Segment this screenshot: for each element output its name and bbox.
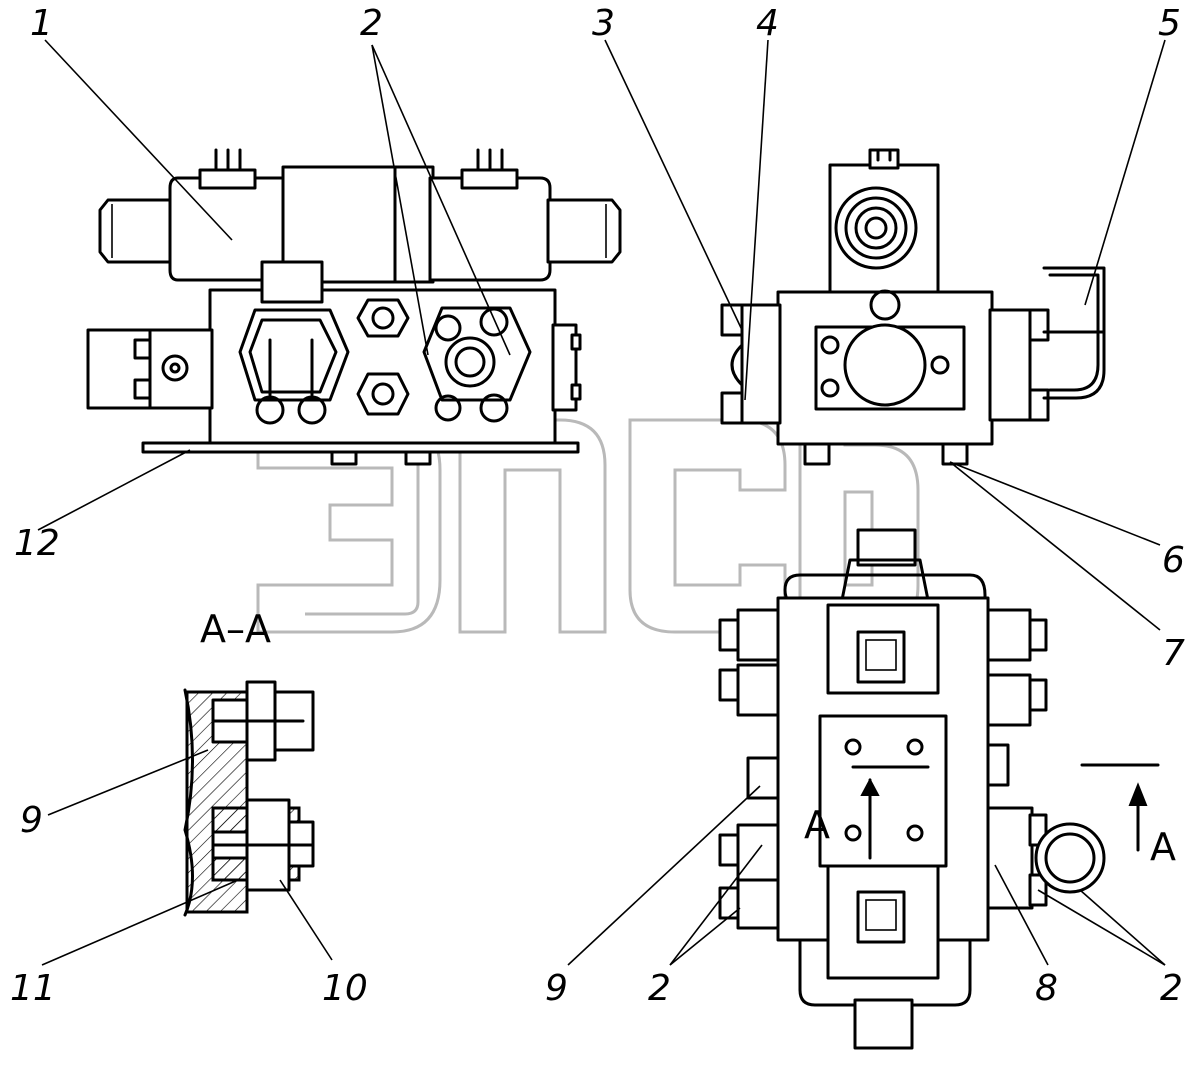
section-a-a [183, 680, 315, 917]
callout-9-right: 9 [545, 968, 568, 1009]
callout-2-bottom-left: 2 [648, 968, 671, 1009]
callout-5: 5 [1158, 3, 1181, 44]
callout-numbers: 1 2 3 4 5 6 7 12 9 11 10 9 2 8 2 [10, 3, 1185, 1009]
callout-1: 1 [30, 3, 53, 44]
front-view [86, 148, 622, 466]
callout-2-top: 2 [360, 3, 383, 44]
callout-9-left: 9 [20, 800, 43, 841]
callout-4: 4 [756, 3, 779, 44]
callout-6: 6 [1162, 540, 1185, 581]
section-marker-right: A [1150, 825, 1176, 869]
section-marker-left: A [804, 803, 830, 847]
callout-7: 7 [1162, 633, 1185, 674]
callout-11: 11 [10, 968, 56, 1009]
callout-12: 12 [14, 523, 60, 564]
leader-lines [37, 39, 1166, 966]
callout-10: 10 [322, 968, 368, 1009]
side-view [720, 148, 1106, 466]
callout-8: 8 [1035, 968, 1058, 1009]
top-view [718, 528, 1160, 1050]
callout-2-bottom-right: 2 [1160, 968, 1183, 1009]
section-title: A–A [200, 607, 271, 651]
callout-3: 3 [592, 3, 615, 44]
